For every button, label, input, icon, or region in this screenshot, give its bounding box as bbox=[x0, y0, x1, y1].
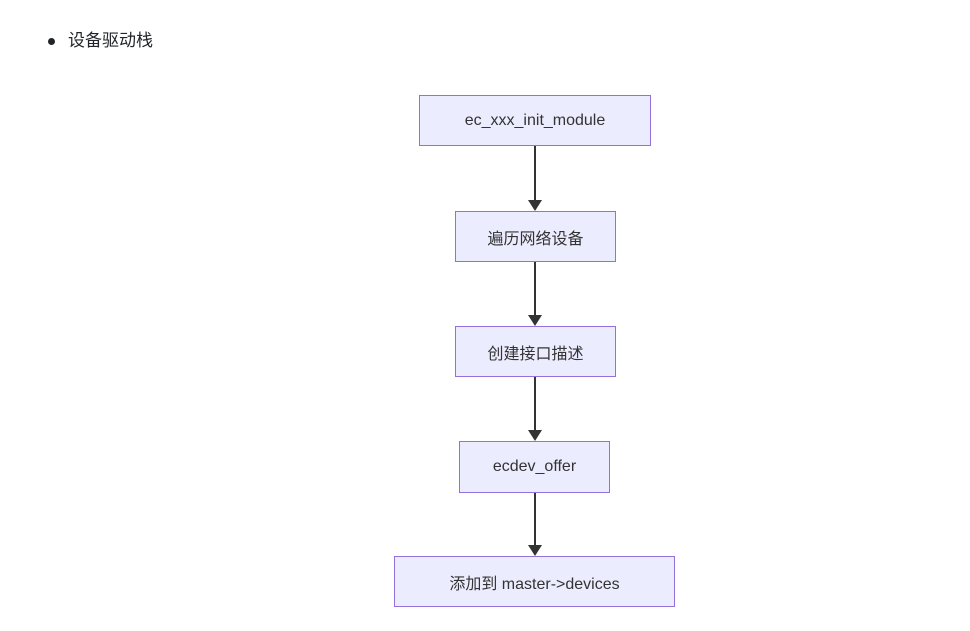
flow-node-iterate-network-devices: 遍历网络设备 bbox=[455, 211, 616, 262]
arrow-shaft bbox=[534, 377, 536, 430]
arrow-down-icon bbox=[528, 545, 542, 556]
arrow-down-icon bbox=[528, 315, 542, 326]
arrow-down-icon bbox=[528, 200, 542, 211]
arrow-shaft bbox=[534, 493, 536, 545]
flow-node-add-to-master-devices: 添加到 master->devices bbox=[394, 556, 675, 607]
arrow-shaft bbox=[534, 146, 536, 200]
flow-arrow bbox=[528, 146, 542, 211]
flow-arrow bbox=[528, 377, 542, 441]
bullet-icon bbox=[48, 37, 55, 45]
page-title: 设备驱动栈 bbox=[68, 31, 153, 50]
flow-arrow bbox=[528, 493, 542, 556]
arrow-shaft bbox=[534, 262, 536, 315]
arrow-down-icon bbox=[528, 430, 542, 441]
flow-node-ecdev-offer: ecdev_offer bbox=[459, 441, 610, 493]
list-item-heading: 设备驱动栈 bbox=[48, 31, 153, 51]
flow-node-ec-xxx-init-module: ec_xxx_init_module bbox=[419, 95, 651, 146]
flow-arrow bbox=[528, 262, 542, 326]
flow-node-create-interface-description: 创建接口描述 bbox=[455, 326, 616, 377]
